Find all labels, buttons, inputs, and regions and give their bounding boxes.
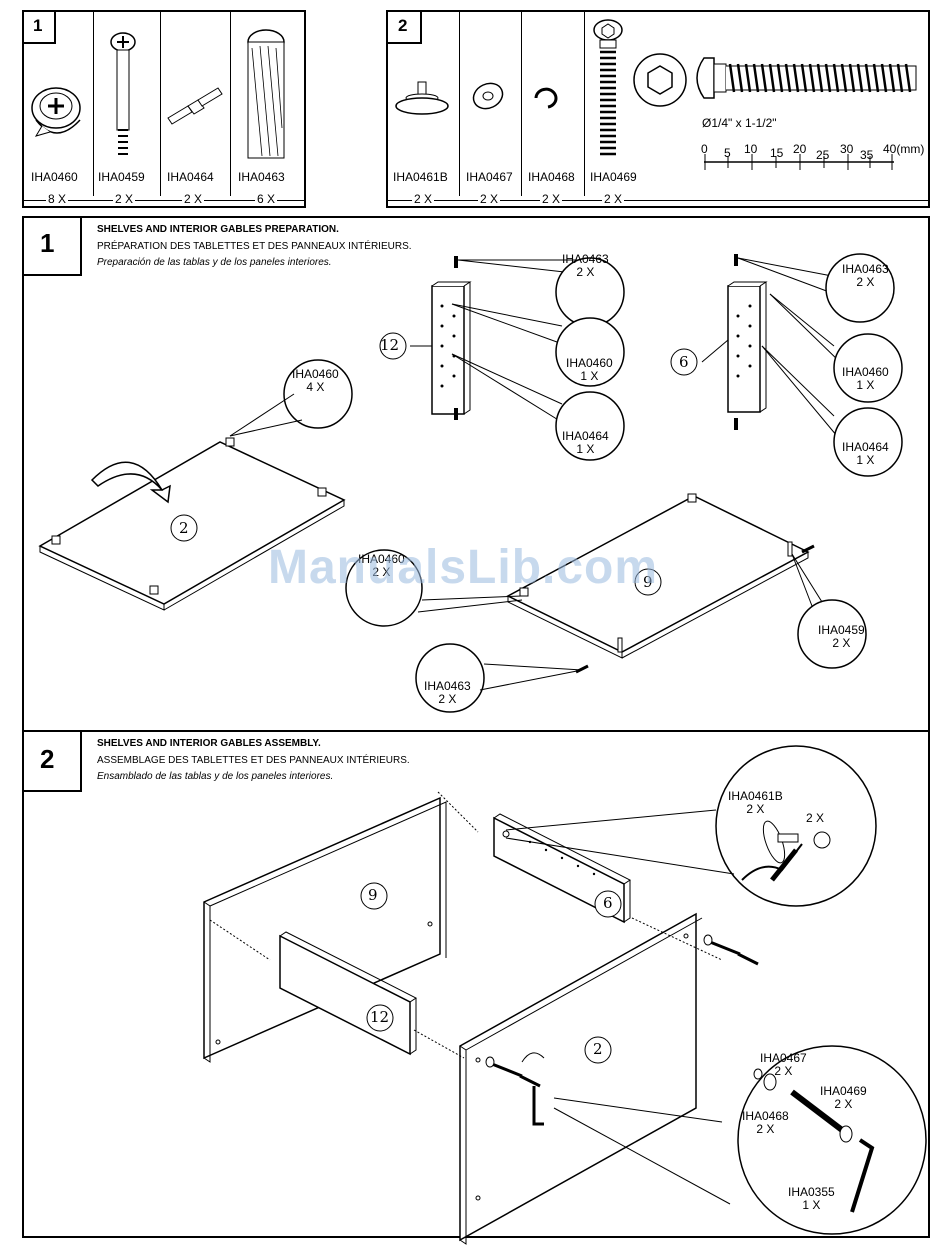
divider <box>93 10 94 196</box>
wood-dowel-icon <box>247 29 285 159</box>
parts-box-1 <box>22 10 306 208</box>
ruler-tick-label: 0 <box>701 142 708 156</box>
panel-label-9: 9 <box>643 573 653 591</box>
bolt-side-icon <box>696 57 917 99</box>
part-qty: 2 X <box>113 192 136 206</box>
panel-label-9: 9 <box>368 886 378 904</box>
qty-line <box>22 200 306 201</box>
step1-number-box <box>22 216 82 276</box>
part-code: IHA0467 <box>466 170 513 184</box>
lock-washer-icon <box>534 87 558 109</box>
bolt-icon <box>593 19 623 156</box>
bolt-head-icon <box>633 53 687 107</box>
ruler-tick-label: 35 <box>860 148 874 162</box>
part-qty: 2 X <box>540 192 563 206</box>
ruler-tick-label: 15 <box>770 146 784 160</box>
step2-title-es: Ensamblado de las tablas y de los panele… <box>97 771 334 782</box>
step2-panel <box>22 730 930 1238</box>
step2-number: 2 <box>40 744 55 774</box>
part-code: IHA0468 <box>528 170 575 184</box>
panel-label-2: 2 <box>179 519 189 537</box>
cam-lock-icon <box>31 87 81 137</box>
step1-number: 1 <box>40 228 55 258</box>
cam-bolt-icon <box>110 32 136 155</box>
parts-box-2-step <box>386 10 422 44</box>
qty-line <box>386 200 930 201</box>
part-qty: 8 X <box>46 192 69 206</box>
part-qty: 2 X <box>182 192 205 206</box>
divider <box>459 10 460 196</box>
parts-box-1-step <box>22 10 56 44</box>
cap-icon <box>395 81 449 115</box>
ruler-tick-label: 40(mm) <box>883 142 925 156</box>
part-qty: 6 X <box>255 192 278 206</box>
step2-number-box <box>22 730 82 792</box>
watermark: ManualsLib.com <box>268 541 659 594</box>
part-qty: 2 X <box>478 192 501 206</box>
step2-drawing <box>203 745 927 1245</box>
step1-title-es: Preparación de las tablas y de los panel… <box>97 257 332 268</box>
screw-spec: Ø1/4" x 1-1/2" <box>702 116 777 130</box>
washer-icon <box>472 82 504 110</box>
parts-box-1-step-number: 1 <box>33 16 43 35</box>
divider <box>160 10 161 196</box>
step1-drawing <box>38 253 903 713</box>
step2-title-fr: ASSEMBLAGE DES TABLETTES ET DES PANNEAUX… <box>97 755 410 766</box>
part-code: IHA0463 <box>238 170 285 184</box>
part-code: IHA0461B <box>393 170 448 184</box>
parts-box-2 <box>386 10 930 208</box>
part-code: IHA0459 <box>98 170 145 184</box>
panel-label-6: 6 <box>603 894 613 912</box>
ruler-tick-label: 5 <box>724 146 731 160</box>
callout: 2 X <box>806 811 825 825</box>
mm-ruler <box>704 154 894 170</box>
part-qty: 2 X <box>602 192 625 206</box>
panel-label-12: 12 <box>380 336 400 354</box>
parts-box-2-step-number: 2 <box>398 16 408 35</box>
ruler-tick-label: 30 <box>840 142 854 156</box>
step1-title-fr: PRÉPARATION DES TABLETTES ET DES PANNEAU… <box>97 241 412 252</box>
ruler-tick-label: 10 <box>744 142 758 156</box>
panel-label-6: 6 <box>679 353 689 371</box>
part-qty: 2 X <box>412 192 435 206</box>
ruler-tick-label: 20 <box>793 142 807 156</box>
part-code: IHA0464 <box>167 170 214 184</box>
step1-title-en: SHELVES AND INTERIOR GABLES PREPARATION. <box>97 224 339 235</box>
part-code: IHA0460 <box>31 170 78 184</box>
divider <box>230 10 231 196</box>
panel-label-2: 2 <box>593 1040 603 1058</box>
panel-label-12: 12 <box>370 1008 390 1026</box>
part-code: IHA0469 <box>590 170 637 184</box>
divider <box>521 10 522 196</box>
pin-icon <box>167 87 223 125</box>
divider <box>584 10 585 196</box>
step2-title-en: SHELVES AND INTERIOR GABLES ASSEMBLY. <box>97 738 321 749</box>
ruler-tick-label: 25 <box>816 148 830 162</box>
